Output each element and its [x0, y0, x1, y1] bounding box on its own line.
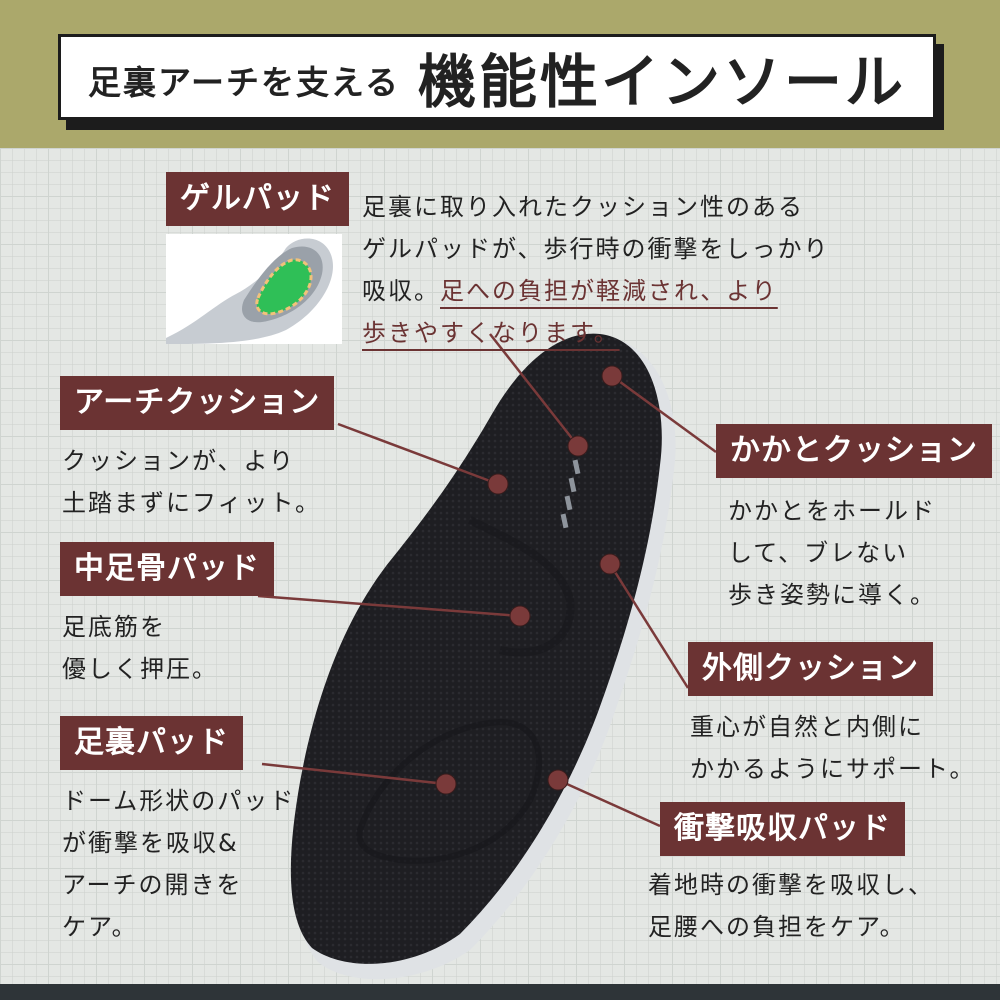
desc-heel-line1: かかとをホールド: [728, 497, 936, 525]
leader-arch: [337, 422, 499, 486]
dot-outer: [599, 553, 621, 575]
desc-gel-line1: 足裏に取り入れたクッション性のある: [362, 193, 804, 221]
desc-arch-cushion: クッションが、より 土踏まずにフィット。: [62, 440, 321, 524]
leader-gel: [489, 333, 579, 447]
desc-gel-line2: ゲルパッドが、歩行時の衝撃をしっかり: [362, 235, 830, 263]
desc-gel-highlight-2: 歩きやすくなります。: [362, 319, 620, 347]
tag-gel-pad: ゲルパッド: [166, 172, 349, 226]
desc-sole-line2: が衝撃を吸収&: [62, 829, 239, 857]
dot-midfoot: [509, 605, 531, 627]
desc-heel-cushion: かかとをホールド して、ブレない 歩き姿勢に導く。: [728, 490, 936, 616]
leader-heel: [611, 374, 717, 454]
leader-shock: [557, 778, 661, 828]
desc-sole-line4: ケア。: [62, 913, 138, 941]
leader-outer: [608, 563, 690, 689]
desc-sole-pad: ドーム形状のパッド が衝撃を吸収& アーチの開きを ケア。: [62, 780, 295, 948]
title-box: 足裏アーチを支える 機能性インソール: [58, 34, 936, 120]
desc-outer-line2: かかるようにサポート。: [690, 755, 976, 783]
sole-pad-contour: [356, 718, 543, 864]
insole-body: [290, 333, 662, 964]
desc-midfoot-line2: 優しく押圧。: [62, 655, 218, 683]
leader-sole: [261, 762, 447, 786]
desc-heel-line3: 歩き姿勢に導く。: [728, 581, 936, 609]
bottom-bar: [0, 984, 1000, 1000]
brand-mark: [560, 459, 581, 529]
desc-sole-line1: ドーム形状のパッド: [62, 787, 296, 815]
dot-arch: [487, 473, 509, 495]
desc-sole-line3: アーチの開きを: [62, 871, 243, 899]
desc-gel-line3: 吸収。足への負担が軽減され、より: [362, 277, 778, 305]
tag-shock-pad: 衝撃吸収パッド: [660, 802, 905, 856]
desc-heel-line2: して、ブレない: [728, 539, 909, 567]
gel-pad-thumbnail: [166, 234, 342, 344]
desc-gel-line4: 歩きやすくなります。: [362, 312, 830, 354]
tag-sole-pad: 足裏パッド: [60, 716, 243, 770]
dot-heel: [601, 365, 623, 387]
desc-midfoot-line1: 足底筋を: [62, 613, 166, 641]
desc-midfoot-pad: 足底筋を 優しく押圧。: [62, 606, 218, 690]
leader-midfoot: [257, 594, 521, 618]
tag-outer-cushion: 外側クッション: [688, 642, 933, 696]
desc-arch-line1: クッションが、より: [62, 447, 296, 475]
dot-shock: [547, 769, 569, 791]
desc-shock-pad: 着地時の衝撃を吸収し、 足腰への負担をケア。: [648, 864, 934, 948]
tag-arch-cushion: アーチクッション: [60, 376, 335, 430]
desc-outer-line1: 重心が自然と内側に: [690, 713, 924, 741]
desc-outer-cushion: 重心が自然と内側に かかるようにサポート。: [690, 706, 976, 790]
desc-gel-highlight-1: 足への負担が軽減され、より: [440, 277, 778, 305]
desc-shock-line2: 足腰への負担をケア。: [648, 913, 906, 941]
tag-midfoot-pad: 中足骨パッド: [60, 542, 274, 596]
tag-heel-cushion: かかとクッション: [716, 424, 992, 478]
arch-contour: [468, 516, 575, 657]
dot-gel: [567, 435, 589, 457]
title-subtitle: 足裏アーチを支える: [87, 63, 400, 102]
page-title: 機能性インソール: [418, 48, 907, 116]
desc-shock-line1: 着地時の衝撃を吸収し、: [648, 871, 934, 899]
desc-gel-pad: 足裏に取り入れたクッション性のある ゲルパッドが、歩行時の衝撃をしっかり 吸収。…: [362, 186, 830, 354]
dot-sole: [435, 773, 457, 795]
desc-arch-line2: 土踏まずにフィット。: [62, 489, 322, 517]
